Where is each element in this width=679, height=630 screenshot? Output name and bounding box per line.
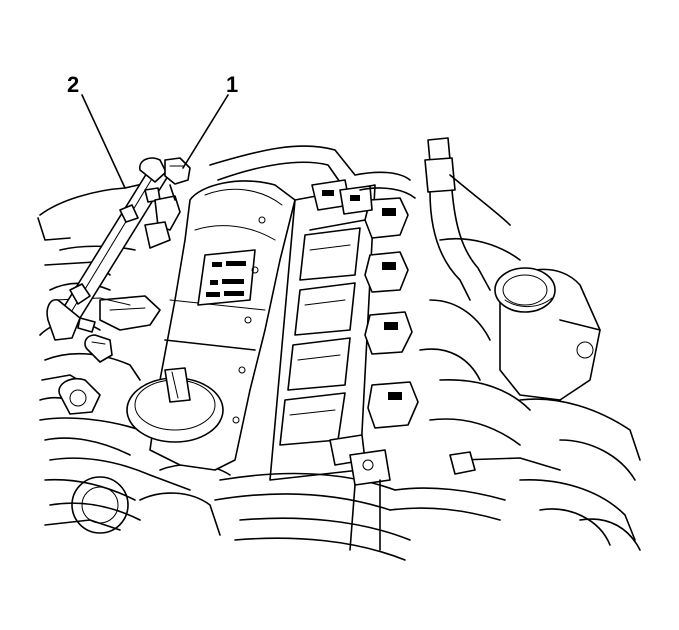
vertical-hose <box>424 137 511 301</box>
callout-1-label: 1 <box>226 72 238 97</box>
front-harness <box>214 434 506 561</box>
callout-2-label: 2 <box>67 72 79 97</box>
fuel-rail <box>46 157 169 341</box>
fuel-pressure-sensor <box>144 157 191 249</box>
top-hoses <box>209 145 416 215</box>
ignition-coils <box>269 184 419 481</box>
throttle-body <box>494 267 601 401</box>
oil-filler-cap <box>126 367 224 443</box>
callout-leaders <box>81 94 229 189</box>
right-engine-area <box>419 237 641 551</box>
